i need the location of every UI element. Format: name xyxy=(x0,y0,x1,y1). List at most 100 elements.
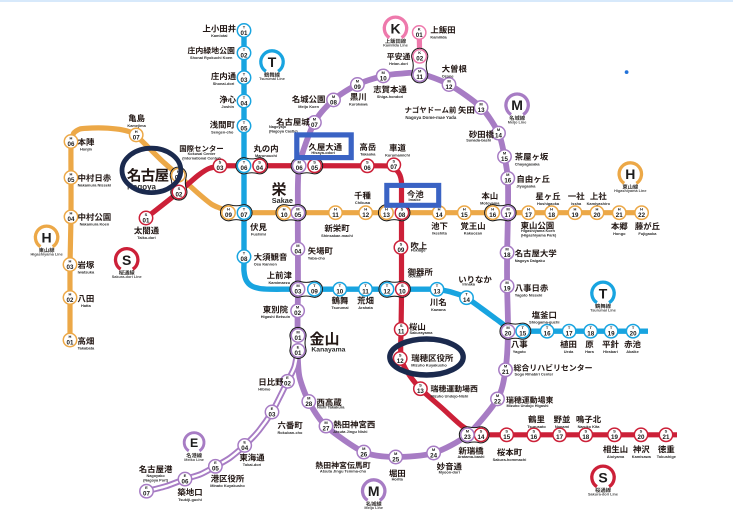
svg-text:Shinsakae-machi: Shinsakae-machi xyxy=(321,233,353,238)
svg-text:03: 03 xyxy=(241,77,248,84)
svg-text:13: 13 xyxy=(434,289,441,296)
svg-text:06: 06 xyxy=(364,165,371,172)
svg-text:Marunouchi: Marunouchi xyxy=(255,153,277,158)
svg-text:Higashiyama Koen: Higashiyama Koen xyxy=(521,229,556,233)
svg-text:Nishi Takakura: Nishi Takakura xyxy=(317,405,345,410)
svg-text:16: 16 xyxy=(530,434,537,441)
svg-text:T: T xyxy=(436,283,439,288)
svg-text:11: 11 xyxy=(416,74,423,81)
svg-text:03: 03 xyxy=(295,289,302,296)
svg-text:Joshin: Joshin xyxy=(221,104,234,109)
svg-text:Yagoto: Yagoto xyxy=(513,349,527,354)
svg-text:Nagoya Dome-mae Yada: Nagoya Dome-mae Yada xyxy=(405,115,456,120)
svg-text:12: 12 xyxy=(446,84,453,91)
svg-text:01: 01 xyxy=(67,339,74,346)
svg-text:Sakura-dori Line: Sakura-dori Line xyxy=(588,493,618,497)
svg-text:Rokuban-cho: Rokuban-cho xyxy=(278,430,303,435)
svg-text:M: M xyxy=(506,325,510,330)
svg-text:E: E xyxy=(145,485,148,490)
svg-text:06: 06 xyxy=(296,165,303,172)
svg-text:07: 07 xyxy=(241,212,248,219)
svg-text:11: 11 xyxy=(332,212,339,219)
svg-text:M: M xyxy=(368,483,380,499)
svg-text:12: 12 xyxy=(384,289,391,296)
svg-text:24: 24 xyxy=(430,452,437,459)
svg-text:01: 01 xyxy=(416,32,423,39)
svg-text:10: 10 xyxy=(399,289,406,296)
svg-text:H: H xyxy=(177,169,180,174)
svg-text:H: H xyxy=(550,207,553,212)
svg-text:(International Center): (International Center) xyxy=(182,156,221,160)
svg-text:T: T xyxy=(610,325,613,330)
svg-text:21: 21 xyxy=(502,369,509,376)
svg-text:Mizuho Kuyakusho: Mizuho Kuyakusho xyxy=(411,363,447,368)
svg-text:Takabata: Takabata xyxy=(78,346,95,351)
svg-text:Kamiyashiro: Kamiyashiro xyxy=(587,201,611,206)
svg-text:18: 18 xyxy=(582,434,589,441)
svg-text:Kamiiida Line: Kamiiida Line xyxy=(383,44,408,48)
svg-text:Kurokawa: Kurokawa xyxy=(349,101,368,106)
svg-text:Sakura-hommachi: Sakura-hommachi xyxy=(493,457,527,462)
svg-text:04: 04 xyxy=(294,249,301,256)
svg-text:S: S xyxy=(258,160,261,165)
svg-text:21: 21 xyxy=(663,434,670,441)
svg-text:17: 17 xyxy=(525,212,532,219)
svg-text:Imaike: Imaike xyxy=(409,197,422,202)
svg-text:H: H xyxy=(463,207,466,212)
svg-text:T: T xyxy=(243,47,246,52)
svg-text:01: 01 xyxy=(241,30,248,37)
svg-text:S: S xyxy=(401,207,404,212)
svg-text:06: 06 xyxy=(182,479,189,486)
svg-text:S: S xyxy=(665,429,668,434)
svg-text:M: M xyxy=(504,364,508,369)
svg-text:E: E xyxy=(271,406,274,411)
svg-text:18: 18 xyxy=(548,212,555,219)
svg-text:Fushimi: Fushimi xyxy=(251,232,266,237)
svg-text:S: S xyxy=(401,283,404,288)
svg-text:Higashiyama Line: Higashiyama Line xyxy=(614,189,646,193)
svg-text:S: S xyxy=(400,241,403,246)
svg-text:Atsuta Jingu Temma-cho: Atsuta Jingu Temma-cho xyxy=(320,469,367,474)
svg-text:Sogo Rihabiri Center: Sogo Rihabiri Center xyxy=(515,372,554,377)
svg-text:11: 11 xyxy=(362,289,369,296)
svg-text:M: M xyxy=(362,446,366,451)
svg-text:21: 21 xyxy=(616,212,623,219)
svg-text:T: T xyxy=(465,292,468,297)
svg-text:S: S xyxy=(419,383,422,388)
svg-text:Aratama-bashi: Aratama-bashi xyxy=(457,454,484,459)
svg-text:H: H xyxy=(70,211,73,216)
svg-text:M: M xyxy=(296,243,300,248)
svg-text:Tsurusato: Tsurusato xyxy=(527,424,546,429)
svg-text:Higashiyama Line: Higashiyama Line xyxy=(30,253,62,257)
svg-text:Shonai-dori: Shonai-dori xyxy=(213,81,235,86)
svg-text:Yaba-cho: Yaba-cho xyxy=(308,255,326,260)
svg-text:Nagoya: Nagoya xyxy=(127,183,156,192)
svg-text:20: 20 xyxy=(505,331,512,338)
svg-text:Shonai Ryokuchi Koen: Shonai Ryokuchi Koen xyxy=(190,55,233,60)
svg-text:Iwatsuka: Iwatsuka xyxy=(78,270,95,275)
svg-text:T: T xyxy=(386,283,389,288)
svg-text:23: 23 xyxy=(464,434,471,441)
svg-text:01: 01 xyxy=(295,335,302,342)
svg-text:14: 14 xyxy=(478,434,485,441)
svg-text:Osu Kannon: Osu Kannon xyxy=(254,262,278,267)
svg-text:Minato Kuyakusho: Minato Kuyakusho xyxy=(210,483,245,488)
svg-text:Chayagasaka: Chayagasaka xyxy=(515,161,541,166)
svg-text:13: 13 xyxy=(417,388,424,395)
svg-text:(Higashiyama Park): (Higashiyama Park) xyxy=(521,233,557,237)
svg-text:S: S xyxy=(640,429,643,434)
svg-text:05: 05 xyxy=(311,165,318,172)
svg-text:M: M xyxy=(511,97,523,113)
svg-text:H: H xyxy=(42,229,52,245)
svg-text:S: S xyxy=(584,429,587,434)
svg-text:Heian-dori: Heian-dori xyxy=(389,62,408,66)
svg-text:04: 04 xyxy=(68,216,75,223)
svg-text:Kamiotai: Kamiotai xyxy=(211,33,227,38)
svg-text:Mizuho Undojo Higashi: Mizuho Undojo Higashi xyxy=(507,404,549,408)
svg-text:14: 14 xyxy=(495,133,502,140)
svg-text:M: M xyxy=(298,160,302,165)
svg-text:Hisaya-odori: Hisaya-odori xyxy=(311,150,335,155)
svg-text:Kamimaezu: Kamimaezu xyxy=(268,280,290,285)
svg-text:Kamiiida: Kamiiida xyxy=(430,35,447,40)
svg-text:14: 14 xyxy=(436,212,443,219)
